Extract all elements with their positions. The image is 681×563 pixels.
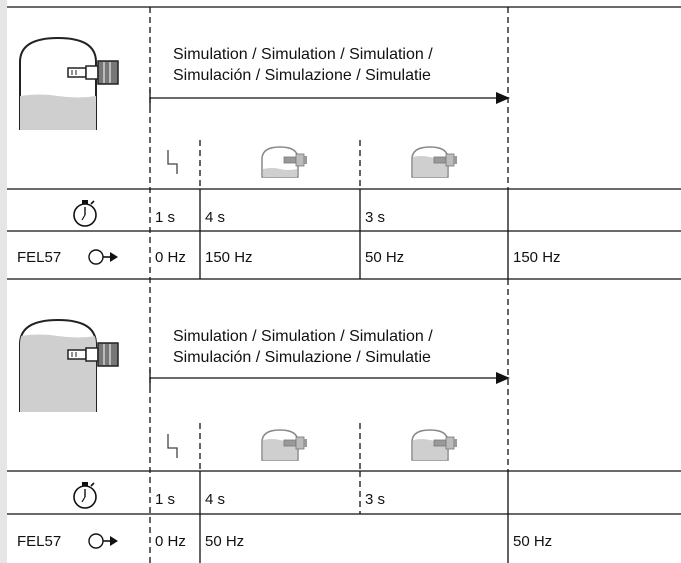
left-edge-stripe: [0, 0, 7, 563]
simulation-text-line-2: Simulación / Simulazione / Simulatie: [173, 67, 431, 84]
section-2: Simulation / Simulation / Simulation / S…: [7, 318, 681, 563]
duration-1: 1 s: [155, 209, 175, 226]
duration-3: 3 s: [365, 491, 385, 508]
simulation-text-line-1: Simulation / Simulation / Simulation /: [173, 328, 433, 345]
frequency-1: 0 Hz: [155, 533, 186, 550]
stopwatch-icon: [73, 481, 97, 509]
small-tank-low-icon: [261, 146, 308, 178]
frequency-4: 150 Hz: [513, 249, 561, 266]
small-tank-high-icon: [411, 429, 458, 461]
stopwatch-icon: [73, 199, 97, 227]
frequency-3: 50 Hz: [513, 533, 552, 550]
section-1: Simulation / Simulation / Simulation / S…: [7, 6, 681, 280]
output-signal-icon: [88, 533, 119, 549]
duration-2: 4 s: [205, 209, 225, 226]
tank-low-level-image: [19, 36, 119, 130]
duration-2: 4 s: [205, 491, 225, 508]
simulation-text-line-1: Simulation / Simulation / Simulation /: [173, 46, 433, 63]
duration-1: 1 s: [155, 491, 175, 508]
simulation-arrow: [149, 89, 510, 107]
device-label: FEL57: [17, 249, 61, 266]
output-signal-icon: [88, 249, 119, 265]
frequency-2: 150 Hz: [205, 249, 253, 266]
frequency-3: 50 Hz: [365, 249, 404, 266]
power-step-icon: [167, 149, 178, 175]
tank-full-level-image: [19, 318, 119, 412]
small-tank-high-icon: [261, 429, 308, 461]
duration-3: 3 s: [365, 209, 385, 226]
small-tank-high-icon: [411, 146, 458, 178]
power-step-icon: [167, 433, 178, 459]
simulation-text-line-2: Simulación / Simulazione / Simulatie: [173, 349, 431, 366]
frequency-1: 0 Hz: [155, 249, 186, 266]
frequency-2: 50 Hz: [205, 533, 244, 550]
device-label: FEL57: [17, 533, 61, 550]
simulation-arrow: [149, 369, 510, 387]
